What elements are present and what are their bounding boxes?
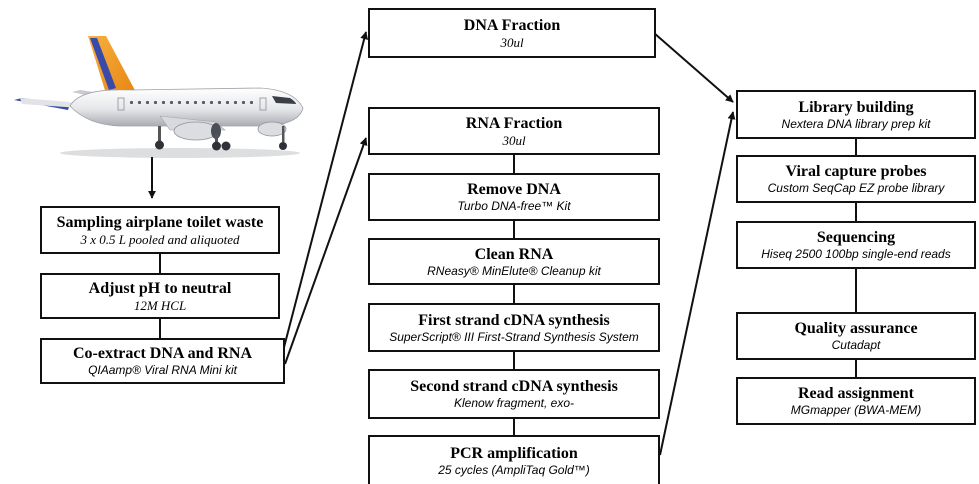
- box-title: RNA Fraction: [465, 114, 563, 132]
- box-title: Read assignment: [797, 385, 914, 402]
- box-subtitle: 12M HCL: [133, 297, 187, 313]
- box-subtitle: Cutadapt: [831, 338, 881, 352]
- box-title: Adjust pH to neutral: [88, 279, 232, 297]
- box-subtitle: 3 x 0.5 L pooled and aliquoted: [80, 231, 240, 247]
- box-subtitle: MGmapper (BWA-MEM): [790, 403, 922, 417]
- box-quality-assurance: Quality assurance Cutadapt: [736, 312, 976, 360]
- box-first-strand: First strand cDNA synthesis SuperScript®…: [368, 303, 660, 352]
- box-subtitle: 25 cycles (AmpliTaq Gold™): [438, 462, 590, 477]
- box-subtitle: 30ul: [500, 34, 524, 50]
- box-remove-dna: Remove DNA Turbo DNA-free™ Kit: [368, 173, 660, 221]
- box-coextract: Co-extract DNA and RNA QIAamp® Viral RNA…: [40, 338, 285, 384]
- box-title: Sampling airplane toilet waste: [56, 213, 264, 231]
- box-title: Co-extract DNA and RNA: [72, 345, 253, 362]
- box-capture: Viral capture probes Custom SeqCap EZ pr…: [736, 155, 976, 203]
- box-dna-fraction: DNA Fraction 30ul: [368, 8, 656, 58]
- box-subtitle: Custom SeqCap EZ probe library: [767, 181, 945, 195]
- box-title: Library building: [798, 98, 914, 116]
- box-subtitle: Nextera DNA library prep kit: [781, 116, 931, 131]
- box-read-assignment: Read assignment MGmapper (BWA-MEM): [736, 377, 976, 425]
- box-subtitle: Turbo DNA-free™ Kit: [457, 199, 571, 213]
- airplane-icon: [14, 36, 304, 158]
- box-pcr: PCR amplification 25 cycles (AmpliTaq Go…: [368, 435, 660, 484]
- box-title: Sequencing: [816, 229, 896, 246]
- box-rna-fraction: RNA Fraction 30ul: [368, 107, 660, 155]
- box-title: Viral capture probes: [785, 163, 927, 180]
- box-title: Remove DNA: [467, 181, 561, 198]
- box-sequencing: Sequencing Hiseq 2500 100bp single-end r…: [736, 221, 976, 269]
- box-subtitle: RNeasy® MinElute® Cleanup kit: [427, 263, 601, 278]
- box-title: Second strand cDNA synthesis: [410, 378, 618, 395]
- box-title: First strand cDNA synthesis: [418, 311, 610, 329]
- box-subtitle: Hiseq 2500 100bp single-end reads: [761, 247, 951, 261]
- box-library: Library building Nextera DNA library pre…: [736, 90, 976, 139]
- box-second-strand: Second strand cDNA synthesis Klenow frag…: [368, 369, 660, 419]
- box-subtitle: 30ul: [502, 132, 526, 148]
- box-sampling: Sampling airplane toilet waste 3 x 0.5 L…: [40, 206, 280, 254]
- box-subtitle: Klenow fragment, exo-: [453, 396, 575, 410]
- box-subtitle: SuperScript® III First-Strand Synthesis …: [389, 329, 639, 344]
- box-subtitle: QIAamp® Viral RNA Mini kit: [88, 363, 237, 377]
- box-title: Clean RNA: [474, 245, 554, 263]
- box-title: DNA Fraction: [463, 16, 561, 34]
- box-adjust-ph: Adjust pH to neutral 12M HCL: [40, 273, 280, 319]
- box-title: Quality assurance: [794, 320, 918, 337]
- box-clean-rna: Clean RNA RNeasy® MinElute® Cleanup kit: [368, 238, 660, 285]
- box-title: PCR amplification: [450, 444, 578, 462]
